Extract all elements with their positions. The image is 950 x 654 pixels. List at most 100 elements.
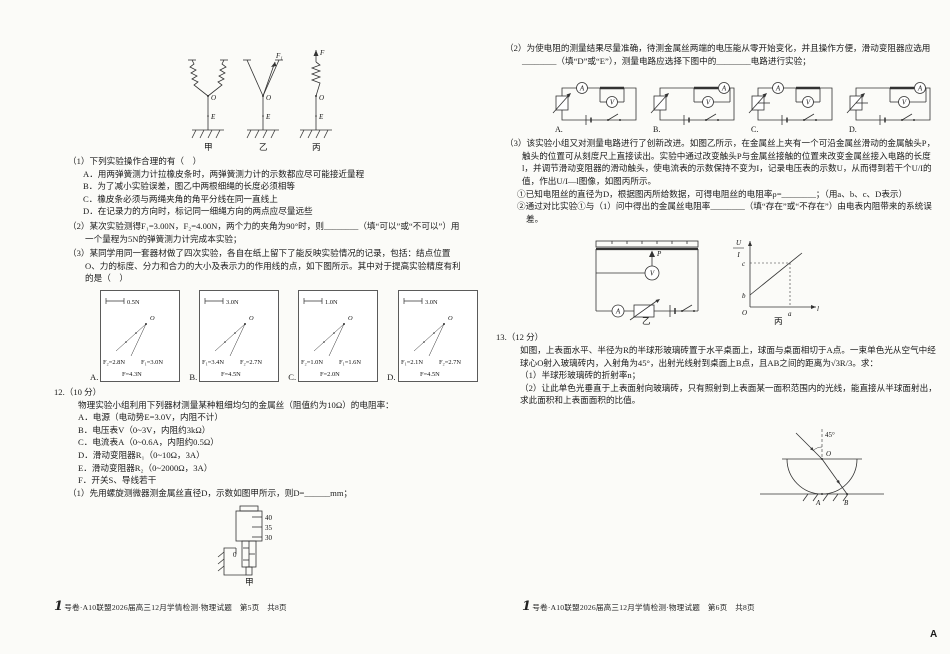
circuit-option-label: C.: [751, 125, 758, 134]
q12-part2: （2）为使电阻的测量结果尽量准确，待测金属丝两端的电压能从零开始变化，并且操作方…: [505, 43, 931, 66]
xaxis-label: l: [817, 305, 819, 313]
point-o-label: O: [266, 94, 271, 102]
equipment-item-b: B．电压表V（0~3V，内阻约3kΩ）: [78, 424, 211, 435]
force-f-label: F: [319, 49, 325, 57]
force-f1-label: F₁: [275, 52, 283, 60]
q11-option-c: C．橡皮条必须与两绳夹角的角平分线在同一直线上: [83, 193, 278, 204]
force-right-label: F₁=3.0N: [141, 359, 163, 366]
figure-yi-label: 乙: [642, 316, 651, 325]
page-5: O O O E E E F₁ F 甲 乙 丙 （1）下列实验操作合理的有（ ） …: [28, 34, 478, 634]
yaxis-numerator-label: U: [736, 239, 742, 247]
value-b-label: b: [742, 292, 746, 300]
force-left-label: F₂=2.8N: [103, 359, 125, 366]
q11-part1-stem: （1）下列实验操作合理的有（ ）: [68, 156, 202, 166]
force-record-figure: 3.0N O F₁=2.1N F₂=2.7N F=4.5N: [397, 290, 478, 382]
q12-heading: 12.（10 分）: [54, 386, 102, 397]
q12-part1: （1）先用螺旋测微器测金属丝直径D，示数如图甲所示，则D=______mm；: [68, 487, 353, 498]
q11-option-d: D．在记录力的方向时，标记同一细绳方向的两点应尽量远些: [83, 206, 313, 217]
circuit-option-a-figure: A V A.: [552, 82, 637, 134]
center-o-label: O: [826, 450, 831, 458]
q13-intro: 如图，上表面水平、半径为R的半球形玻璃砖置于水平桌面上，球面与桌面相切于A点。一…: [520, 344, 936, 368]
option-label: D.: [387, 371, 396, 382]
thimble-reading-40: 40: [265, 514, 273, 522]
force-left-label: F₂=1.0N: [301, 359, 323, 366]
corner-marker: A: [930, 629, 938, 640]
figure-bing-label: 丙: [774, 316, 783, 325]
point-a-label: A: [815, 499, 821, 507]
point-b-label: B: [844, 499, 849, 507]
equipment-item-c: C．电流表A（0~0.6A，内阻约0.5Ω）: [78, 437, 219, 448]
q12-intro: 物理实验小组利用下列器材测量某种粗细均匀的金属丝（阻值约为10Ω）的电阻率：: [78, 399, 394, 410]
brand-logo: 1: [522, 599, 532, 614]
page-footer: 1号卷·A10联盟2026届高三12月学情检测·物理试题 第6页 共8页: [522, 599, 755, 615]
sleeve-reading-0: 0: [233, 551, 237, 559]
scale-label: 0.5N: [127, 299, 140, 306]
circuit-options: A V A. A V B.: [552, 72, 939, 134]
force-record-option-d: D. 3.0N O F₁=2.1N F₂=2.7N F=4.5N: [387, 290, 478, 382]
circuit-option-c-figure: A V C.: [748, 82, 833, 134]
force-left-label: F₁=2.1N: [401, 359, 423, 366]
equipment-item-a: A．电源（电动势E=3.0V，内阻不计）: [78, 412, 223, 423]
yaxis-denominator-label: I: [736, 251, 740, 259]
force-right-label: F₂=2.7N: [240, 359, 262, 366]
q13-heading: 13.（12 分）: [496, 332, 544, 343]
incidence-angle-label: 45°: [825, 431, 835, 439]
q13-item2: （2）让此单色光垂直于上表面射向玻璃砖，只有照射到上表面某一面积范围内的光线，能…: [520, 382, 937, 406]
force-left-label: F₁=3.4N: [202, 359, 224, 366]
resultant-label: F=2.0N: [320, 371, 340, 378]
value-a-label: a: [788, 310, 792, 318]
page-6: （2）为使电阻的测量结果尽量准确，待测金属丝两端的电压能从零开始变化，并且操作方…: [496, 34, 939, 634]
figure-jia-label: 甲: [245, 577, 254, 586]
equipment-item-d: D．滑动变阻器R₁（0~10Ω，3A）: [78, 449, 205, 460]
circuit-option-label: A.: [555, 125, 563, 134]
force-record-figure: 3.0N O F₁=3.4N F₂=2.7N F=4.5N: [199, 290, 280, 382]
circuit-option-label: D.: [849, 125, 857, 134]
circuit-option-d-figure: A V D.: [846, 82, 931, 134]
subfig-yi-label: 乙: [259, 142, 268, 152]
option-label: B.: [189, 371, 198, 382]
contact-p-label: P: [656, 250, 662, 258]
value-c-label: c: [742, 260, 746, 268]
page-footer: 1号卷·A10联盟2026届高三12月学情检测·物理试题 第5页 共8页: [54, 599, 287, 615]
point-e-label: E: [265, 113, 271, 121]
force-record-option-b: B. 3.0N O F₁=3.4N F₂=2.7N F=4.5N: [189, 290, 280, 382]
voltmeter-label: V: [650, 270, 655, 278]
resultant-label: F=4.5N: [221, 371, 241, 378]
point-o-label: O: [448, 315, 453, 322]
point-e-label: E: [318, 113, 324, 121]
voltmeter-label: V: [806, 99, 811, 107]
q11-part2: （2）某次实验测得F₁=3.00N，F₂=4.00N，两个力的夹角为90°时，则…: [68, 220, 460, 244]
q11-option-b: B．为了减小实验误差，图乙中两根细绳的长度必须相等: [83, 181, 295, 192]
q13-item1: （1）半球形玻璃砖的折射率n；: [520, 370, 641, 381]
sliding-contact-circuit-figure: P V A 乙: [595, 240, 699, 325]
q12-part3-sub2: ②通过对比实验①与（1）问中得出的金属丝电阻率________（填“存在”或“不…: [517, 201, 932, 224]
option-label: C.: [288, 371, 297, 382]
q11-option-a: A．用两弹簧测力计拉橡皮条时，两弹簧测力计的示数都应尽可能接近量程: [83, 168, 365, 179]
ammeter-label: A: [579, 85, 585, 93]
q12-part3: （3）该实验小组又对测量电路进行了创新改进。如图乙所示，在金属丝上夹有一个可沿金…: [505, 138, 936, 186]
voltmeter-label: V: [706, 99, 711, 107]
force-record-options: A. 0.5N O F₂=2.8N F₁=3.0N F=4.3N B.: [90, 290, 478, 382]
scale-label: 3.0N: [425, 299, 438, 306]
ammeter-label: A: [775, 85, 781, 93]
circuit-option-b-figure: A V B.: [650, 82, 735, 134]
thimble-reading-30: 30: [265, 534, 273, 542]
point-o-label: O: [211, 94, 216, 102]
ui-l-graph-figure: U I c b O a l 丙: [733, 239, 819, 325]
point-o-label: O: [249, 315, 254, 322]
equipment-item-f: F．开关S、导线若干: [78, 475, 157, 486]
subfig-jia-label: 甲: [204, 142, 213, 152]
q11-part3: （3）某同学用同一套器材做了四次实验，各自在纸上留下了能反映实验情况的记录，包括…: [68, 248, 461, 284]
equipment-item-e: E．滑动变阻器R₂（0~2000Ω，3A）: [78, 462, 213, 473]
brand-logo: 1: [54, 599, 64, 614]
voltmeter-label: V: [610, 99, 615, 107]
voltmeter-label: V: [902, 99, 907, 107]
scale-label: 1.0N: [325, 299, 338, 306]
resultant-label: F=4.5N: [420, 371, 440, 378]
force-record-figure: 0.5N O F₂=2.8N F₁=3.0N F=4.3N: [100, 290, 181, 382]
force-right-label: F₁=1.6N: [339, 359, 361, 366]
q12-part3-sub1: ①已知电阻丝的直径为D，根据图丙所给数据，可得电阻丝的电阻率ρ=________…: [517, 188, 908, 199]
thimble-reading-35: 35: [265, 524, 273, 532]
point-o-label: O: [348, 315, 353, 322]
ammeter-label: A: [917, 85, 923, 93]
